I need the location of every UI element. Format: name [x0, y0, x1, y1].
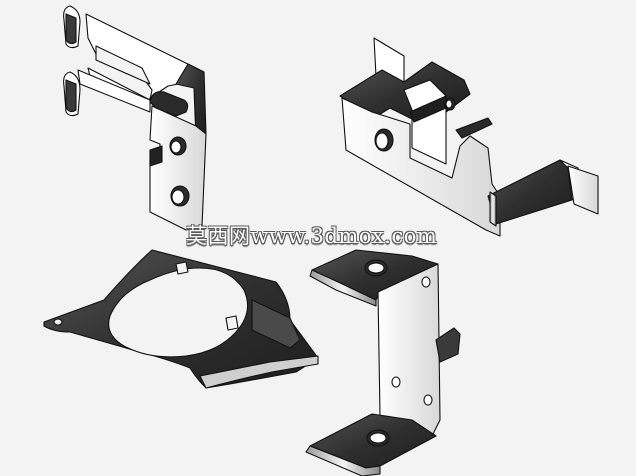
bracket-top-left [63, 5, 207, 231]
watermark-text: 莫西网www.3dmox.com [186, 224, 438, 248]
bracket-bottom-right [305, 249, 461, 476]
plate-bottom-left [43, 249, 319, 389]
bracket-top-right [339, 37, 599, 237]
